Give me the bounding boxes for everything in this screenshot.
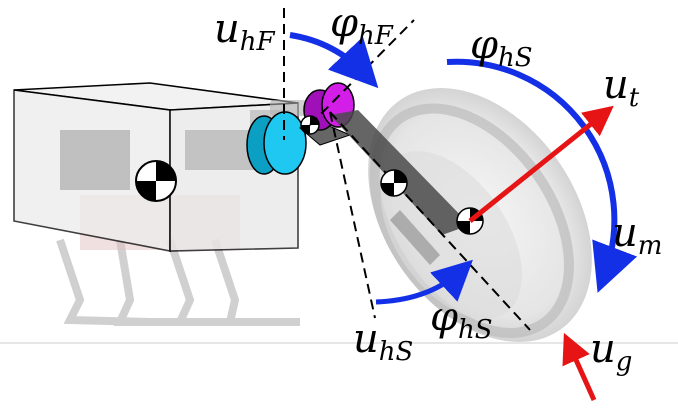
- label-u-t: ut: [603, 62, 640, 113]
- label-u-hS: uhS: [353, 316, 413, 367]
- label-u-g: ug: [590, 326, 632, 377]
- u-g-arrow: [562, 332, 597, 402]
- body-com-marker: [135, 160, 177, 202]
- label-u-hF: uhF: [214, 6, 276, 57]
- shank-axis: [329, 111, 531, 331]
- label-phi-hS-top: φhS: [470, 22, 533, 73]
- shank-com-marker: [380, 169, 408, 197]
- label-phi-hS-bottom: φhS: [430, 294, 493, 345]
- hip-motor: [246, 100, 310, 175]
- label-u-m: um: [612, 210, 662, 261]
- phi-hF-arc: [289, 32, 379, 89]
- u-t-arrow: [468, 105, 614, 223]
- label-phi-hF: φhF: [330, 0, 394, 51]
- shank-vertical-reference: [329, 111, 376, 319]
- phi-hS-bottom-arc: [375, 259, 473, 305]
